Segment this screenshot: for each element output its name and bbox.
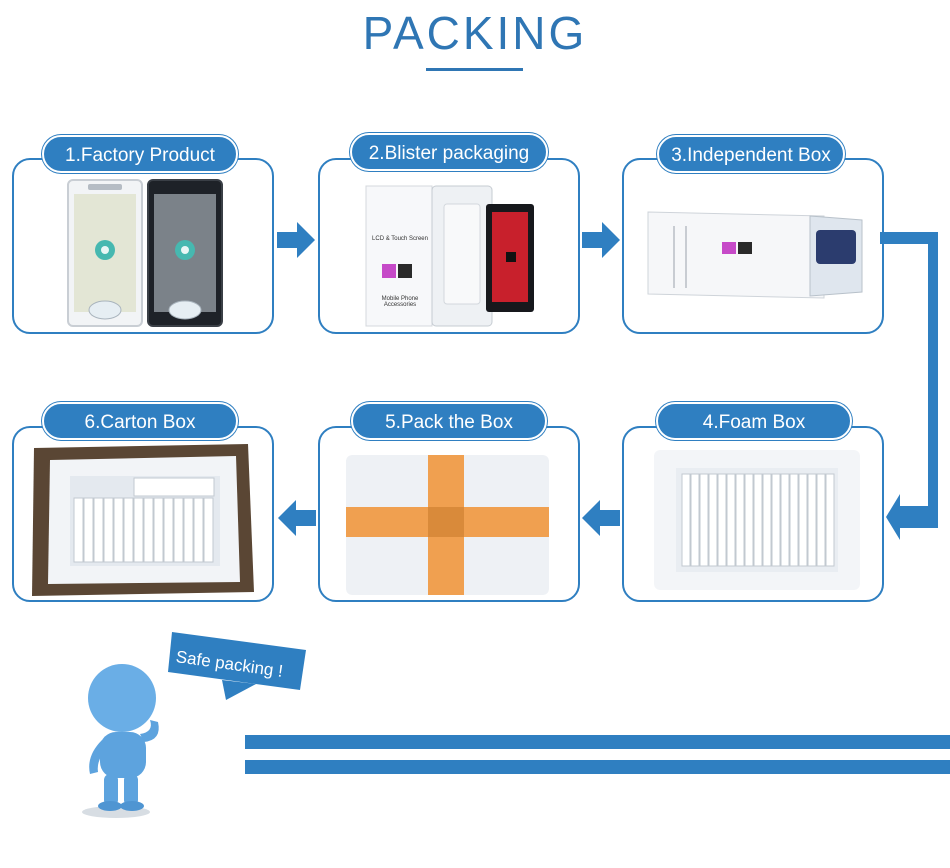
blister-accessories-label: Mobile Phone Accessories [381,296,419,308]
speech-bubble-icon [168,632,306,700]
pack-the-box-photo [346,455,549,595]
mascot-figure-icon [82,664,159,818]
decorative-stripe-top [245,735,950,749]
arrow-right-icon [582,222,620,258]
step-label-4: 4.Foam Box [656,402,852,440]
foam-box-photo [654,450,860,590]
arrow-left-icon [582,500,620,536]
blister-lcd-label: LCD & Touch Screen [372,236,428,242]
title-underline [426,68,523,71]
blister-packaging-photo [362,180,540,330]
decorative-stripe-bottom [245,760,950,774]
connector-arrow-down-icon [880,232,938,540]
independent-box-photo [644,206,866,302]
arrow-right-icon [277,222,315,258]
factory-product-photo [66,178,226,330]
step-label-3: 3.Independent Box [657,135,845,173]
step-label-6: 6.Carton Box [42,402,238,440]
page-title: PACKING [362,7,588,59]
step-label-5: 5.Pack the Box [351,402,547,440]
step-label-2: 2.Blister packaging [350,133,548,171]
step-label-1: 1.Factory Product [42,135,238,173]
carton-box-photo [30,442,256,598]
arrow-left-icon [278,500,316,536]
